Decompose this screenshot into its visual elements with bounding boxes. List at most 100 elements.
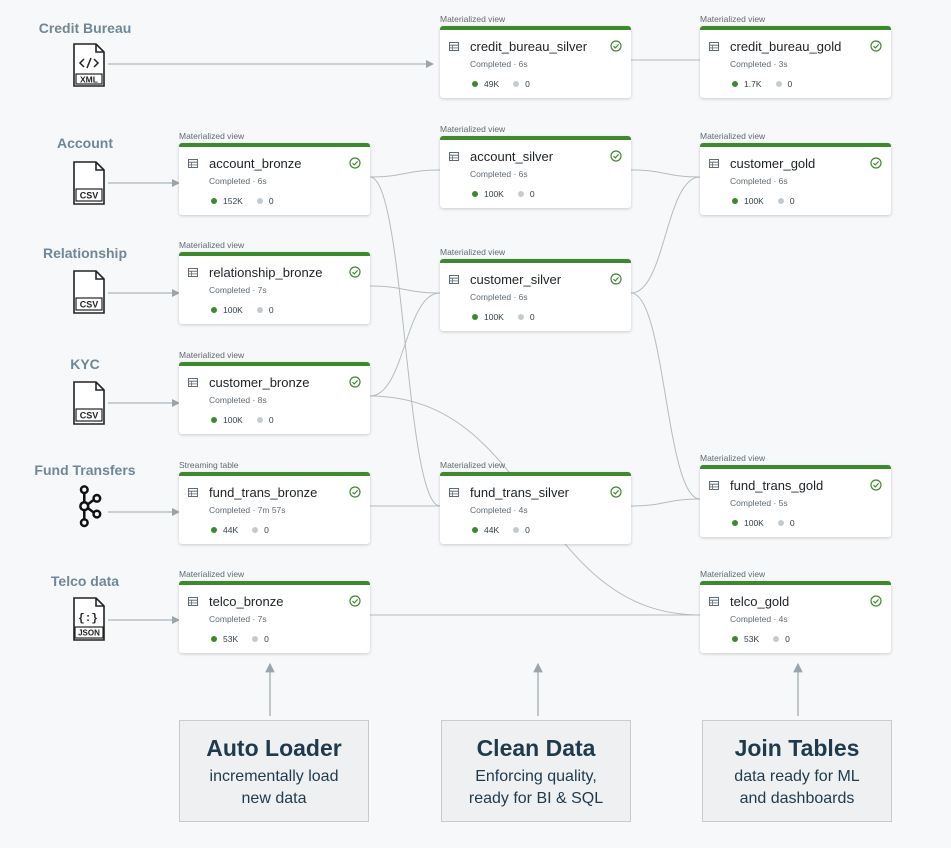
- node-kind-label: Materialized view: [440, 14, 506, 24]
- csv-format-text: CSV: [80, 411, 99, 421]
- rows-dropped: 0: [264, 525, 269, 535]
- callout-description: new data: [241, 790, 307, 807]
- node-status: Completed · 4s: [470, 505, 528, 515]
- source-label-kyc: KYC: [70, 356, 100, 372]
- check-circle-icon: [349, 266, 361, 278]
- rows-written: 44K: [484, 525, 500, 535]
- rows-written: 53K: [223, 634, 239, 644]
- rows-written: 1.7K: [744, 79, 762, 89]
- node-status: Completed · 7s: [209, 614, 267, 624]
- node-name: account_silver: [470, 149, 554, 164]
- callout-description: incrementally load: [209, 768, 339, 785]
- csv-format-text: CSV: [80, 300, 99, 310]
- check-circle-icon: [349, 376, 361, 388]
- node-status: Completed · 8s: [209, 395, 267, 405]
- node-name: customer_silver: [470, 272, 562, 287]
- source-label-fund-transfers: Fund Transfers: [34, 462, 136, 478]
- callout-join-tables: Join Tables data ready for ML and dashbo…: [702, 720, 892, 822]
- callout-description: Enforcing quality,: [475, 768, 597, 785]
- node-name: fund_trans_silver: [470, 485, 569, 500]
- csv-file-icon: CSV: [73, 161, 105, 205]
- written-rows-dot-icon: [211, 526, 217, 533]
- dropped-rows-dot-icon: [517, 313, 524, 320]
- csv-format-text: CSV: [80, 191, 99, 201]
- node-name: fund_trans_bronze: [209, 485, 318, 500]
- table-icon: [188, 159, 198, 168]
- callout-clean-data: Clean Data Enforcing quality, ready for …: [441, 720, 631, 822]
- written-rows-dot-icon: [211, 416, 217, 423]
- rows-written: 100K: [744, 518, 764, 528]
- node-status: Completed · 6s: [730, 176, 788, 186]
- callout-title: Join Tables: [734, 735, 860, 761]
- dropped-rows-dot-icon: [777, 197, 784, 204]
- written-rows-dot-icon: [472, 190, 478, 197]
- source-label-credit-bureau: Credit Bureau: [38, 20, 132, 36]
- written-rows-dot-icon: [211, 197, 217, 204]
- rows-written: 49K: [484, 79, 500, 89]
- dropped-rows-dot-icon: [256, 416, 263, 423]
- table-icon: [188, 488, 198, 497]
- source-label-relationship: Relationship: [42, 245, 127, 261]
- source-label-account: Account: [57, 135, 113, 151]
- node-name: account_bronze: [209, 156, 302, 171]
- check-circle-icon: [349, 595, 361, 607]
- node-kind-label: Materialized view: [700, 131, 766, 141]
- dropped-rows-dot-icon: [252, 526, 259, 533]
- table-icon: [188, 268, 198, 277]
- table-icon: [449, 488, 459, 497]
- node-name: credit_bureau_silver: [470, 39, 588, 54]
- table-icon: [449, 152, 459, 161]
- callout-auto-loader: Auto Loader incrementally load new data: [179, 720, 369, 822]
- svg-text:{:}: {:}: [78, 613, 98, 625]
- node-kind-label: Materialized view: [179, 569, 245, 579]
- edge-account-bronze-to-account-silver: [369, 169, 441, 178]
- rows-written: 100K: [223, 415, 243, 425]
- node-status: Completed · 5s: [730, 498, 788, 508]
- node-kind-label: Materialized view: [440, 247, 506, 257]
- node-kind-label: Materialized view: [700, 453, 766, 463]
- table-icon: [188, 378, 198, 387]
- dropped-rows-dot-icon: [775, 80, 782, 87]
- rows-dropped: 0: [268, 415, 274, 425]
- node-name: relationship_bronze: [209, 265, 323, 280]
- check-circle-icon: [610, 486, 622, 498]
- edge-account-silver-to-customer-gold: [630, 169, 701, 178]
- rows-written: 152K: [223, 196, 243, 206]
- table-icon: [709, 159, 719, 168]
- node-kind-label: Materialized view: [179, 131, 245, 141]
- node-kind-label: Materialized view: [179, 350, 245, 360]
- edge-account-bronze-to-fund-trans-silver: [369, 176, 441, 507]
- node-status: Completed · 7s: [209, 285, 267, 295]
- node-status: Completed · 6s: [209, 176, 267, 186]
- rows-dropped: 0: [787, 79, 793, 89]
- table-icon: [188, 597, 198, 606]
- table-icon: [709, 597, 719, 606]
- written-rows-dot-icon: [732, 519, 738, 526]
- table-icon: [449, 42, 459, 51]
- check-circle-icon: [610, 150, 622, 162]
- check-circle-icon: [349, 157, 361, 169]
- check-circle-icon: [870, 479, 882, 491]
- dropped-rows-dot-icon: [513, 80, 520, 87]
- json-format-text: JSON: [78, 629, 100, 638]
- rows-written: 100K: [223, 305, 243, 315]
- edge-relationship-bronze-to-customer-silver: [369, 285, 441, 294]
- check-circle-icon: [870, 40, 882, 52]
- callout-title: Auto Loader: [206, 735, 342, 761]
- node-kind-label: Streaming table: [179, 460, 239, 470]
- written-rows-dot-icon: [732, 635, 738, 642]
- rows-written: 100K: [484, 312, 504, 322]
